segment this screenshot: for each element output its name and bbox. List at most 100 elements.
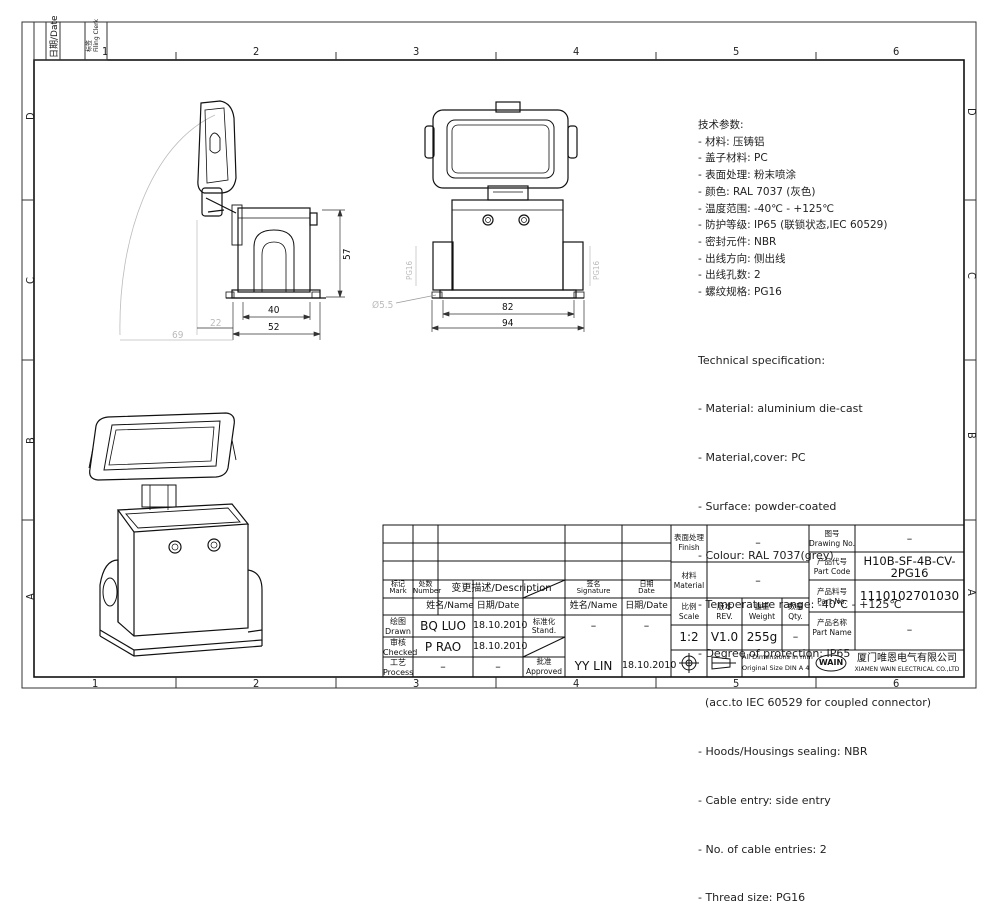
front-view-dimensions <box>395 246 591 332</box>
tb-approved-name: YY LIN <box>574 659 613 673</box>
spec-cn-line: - 出线方向: 侧出线 <box>698 252 786 265</box>
isometric-view <box>88 412 263 657</box>
front-view <box>424 101 585 299</box>
spec-list-cn: 技术参数: - 材料: 压铸铝 - 盖子材料: PC - 表面处理: 粉末喷涂 … <box>698 117 887 301</box>
spec-cn-line: - 密封元件: NBR <box>698 235 777 248</box>
tb-checked-label: 审核 Checked <box>383 638 418 657</box>
tb-part-name-value: – <box>906 623 913 636</box>
tb-weight-value: 255g <box>746 630 778 644</box>
zone-top-5: 5 <box>733 45 740 58</box>
tb-part-code-label: 产品代号 Part Code <box>813 557 851 576</box>
sheet-outer-frame <box>21 21 977 689</box>
tb-stand-date: – <box>643 619 650 632</box>
dim-side-40: 40 <box>268 305 280 316</box>
zone-bottom-3: 3 <box>413 677 420 690</box>
zone-top-6: 6 <box>893 45 900 58</box>
zone-top-1: 1 <box>102 45 109 58</box>
spec-cn-line: - 颜色: RAL 7037 (灰色) <box>698 185 816 198</box>
tb-checked-name: P RAO <box>424 640 462 654</box>
tb-standard-label: 标准化 Stand. <box>531 617 557 635</box>
tb-process-label: 工艺 Process <box>383 658 414 677</box>
tb-date-header: 日期/Date <box>476 601 520 611</box>
tb-name-header: 姓名/Name <box>426 601 474 611</box>
zone-bottom-5: 5 <box>733 677 740 690</box>
tb-material-label: 材料 Material <box>673 571 705 590</box>
side-zone-ticks <box>22 199 976 521</box>
tb-approved-label: 批准 Approved <box>526 657 562 676</box>
dim-front-phi: Ø5.5 <box>372 300 394 311</box>
zone-bottom-1: 1 <box>92 677 99 690</box>
tb-weight-label: 重量 Weight <box>748 602 776 621</box>
dim-side-52: 52 <box>268 322 280 333</box>
spec-cn-line: - 表面处理: 粉末喷涂 <box>698 169 797 182</box>
tb-dim-note-1: All Dimensions in mm <box>742 653 813 661</box>
spec-cn-line: - 出线孔数: 2 <box>698 269 761 282</box>
drawing-canvas <box>21 21 977 689</box>
zone-side-left-c: C <box>24 277 37 284</box>
side-view <box>119 100 326 336</box>
zone-side-right-d: D <box>965 108 978 116</box>
spec-en-line: - Colour: RAL 7037(grey) <box>698 549 834 563</box>
tb-drawn-date: 18.10.2010 <box>473 620 528 631</box>
spec-cn-line: - 盖子材料: PC <box>698 152 768 165</box>
tb-rev-label: 版本 REV. <box>716 602 733 621</box>
dim-front-82: 82 <box>502 302 514 313</box>
tb-part-name-label: 产品名称 Part Name <box>812 618 852 637</box>
spec-en-line: - Degree of protection: IP65 <box>698 646 851 660</box>
spec-cn-line: - 螺纹规格: PG16 <box>698 286 782 299</box>
tb-drawn-name: BQ LUO <box>420 619 466 633</box>
zone-top-2: 2 <box>253 45 260 58</box>
tb-scale-value: 1:2 <box>679 630 699 644</box>
revision-filing-label: 标签 Filing Clerk <box>86 18 100 52</box>
top-zone-ticks <box>175 52 817 60</box>
bottom-zone-ticks <box>175 677 817 688</box>
zone-bottom-6: 6 <box>893 677 900 690</box>
zone-side-left-a: A <box>24 593 37 600</box>
zone-top-3: 3 <box>413 45 420 58</box>
tb-qty-label: 数量 Qty. <box>788 602 803 621</box>
tb-mark-label: 标记 Mark <box>389 580 407 595</box>
tb-finish-value: – <box>755 536 761 549</box>
tb-name-header-2: 姓名/Name <box>569 601 618 611</box>
zone-side-right-b: B <box>965 432 978 439</box>
tb-process-name: – <box>440 660 446 673</box>
dim-front-94: 94 <box>502 318 514 329</box>
tb-part-code-value: H10B-SF-4B-CV- 2PG16 <box>863 554 956 580</box>
zone-bottom-2: 2 <box>253 677 260 690</box>
revision-cells <box>33 21 108 61</box>
tb-date-header-2: 日期/Date <box>625 601 668 611</box>
spec-en-line: - Material: aluminium die-cast <box>698 402 863 416</box>
tb-approved-date: 18.10.2010 <box>622 660 677 671</box>
zone-side-right-a: A <box>965 589 978 596</box>
tb-rev-value: V1.0 <box>710 630 739 644</box>
side-view-dimensions <box>120 209 345 341</box>
spec-en-line: - Material,cover: PC <box>698 451 806 465</box>
zone-side-left-d: D <box>24 112 37 120</box>
tb-finish-label: 表面处理 Finish <box>674 533 704 552</box>
spec-en-line: - Hoods/Housings sealing: NBR <box>698 744 868 758</box>
tb-process-date: – <box>495 660 501 673</box>
spec-cn-line: - 材料: 压铸铝 <box>698 135 765 148</box>
zone-side-right-c: C <box>965 272 978 279</box>
tb-date-label: 日期 Date <box>638 580 655 595</box>
spec-en-line: Technical specification: <box>698 353 826 367</box>
tb-drawing-no-value: – <box>906 532 913 545</box>
company-name-cn: 厦门唯恩电气有限公司 <box>857 653 957 664</box>
revision-date-label: 日期/Date <box>50 15 60 58</box>
company-name-en: XIAMEN WAIN ELECTRICAL CO.,LTD <box>854 666 960 673</box>
tb-drawn-label: 绘图 Drawn <box>385 617 411 636</box>
spec-en-line: - Temperature range: -40℃ - +125℃ <box>698 598 902 612</box>
tb-part-no-label: 产品料号 Part No. <box>817 587 847 606</box>
dim-side-22: 22 <box>210 318 222 329</box>
tb-drawing-no-label: 图号 Drawing No. <box>809 529 856 548</box>
spec-en-line: - Cable entry: side entry <box>698 793 831 807</box>
tb-signature-label: 签名 Signature <box>576 580 611 595</box>
spec-cn-line: - 温度范围: -40℃ - +125℃ <box>698 202 835 215</box>
spec-en-line: - Surface: powder-coated <box>698 500 837 514</box>
tb-number-label: 处数 Number <box>413 580 442 595</box>
spec-en-line: - No. of cable entries: 2 <box>698 842 827 856</box>
zone-top-4: 4 <box>573 45 580 58</box>
spec-cn-line: 技术参数: <box>698 119 744 131</box>
tb-material-value: – <box>755 574 761 587</box>
tb-scale-label: 比例 Scale <box>678 602 700 621</box>
